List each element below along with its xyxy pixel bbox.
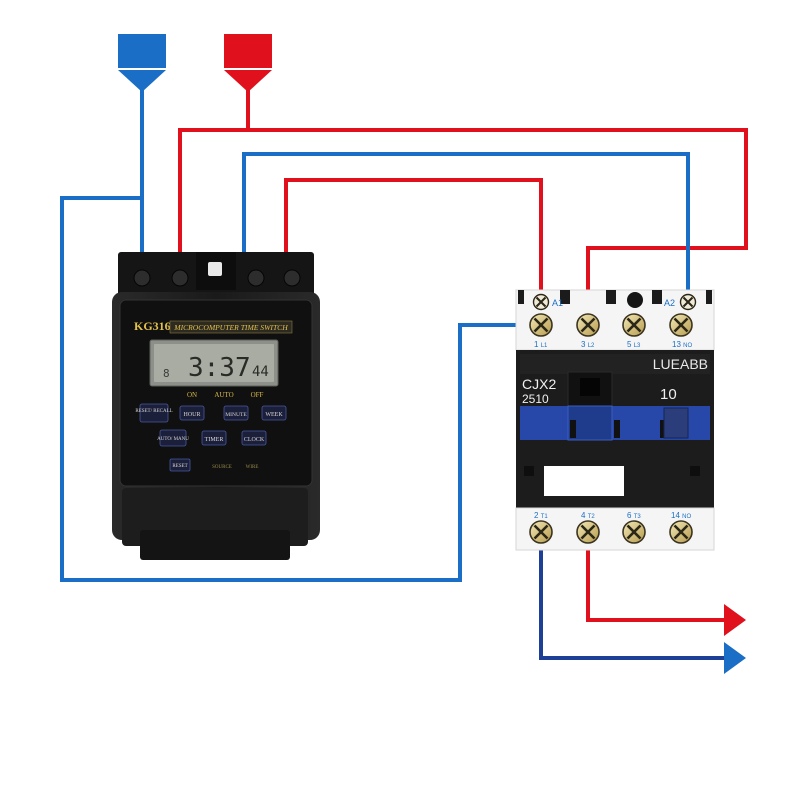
terminal-13-label: 13 NO — [672, 340, 692, 349]
terminal-6-screw-icon — [621, 519, 647, 545]
reset-recall-button[interactable]: RESET/ RECALL — [135, 403, 173, 423]
svg-text:MINUTE: MINUTE — [225, 412, 247, 418]
terminal-6-label: 6 T3 — [627, 511, 641, 520]
terminal-13-screw-icon — [668, 312, 694, 338]
svg-text:CLOCK: CLOCK — [244, 437, 265, 443]
terminal-2-screw-icon — [528, 519, 554, 545]
timer-title-label: MICROCOMPUTER TIME SWITCH — [173, 323, 288, 332]
contactor: A1 A2 1 L1 3 L2 5 L3 13 NO LUEABB CJX2 2… — [515, 289, 715, 551]
contactor-blank-label — [544, 466, 624, 496]
timer-button[interactable]: TIMER — [201, 430, 227, 446]
neutral-terminal-arrow-icon — [118, 34, 166, 92]
svg-text:HOUR: HOUR — [183, 412, 200, 418]
coil-a1-label: A1 — [552, 298, 563, 308]
coil-a2-label: A2 — [664, 298, 675, 308]
terminal-14-label: 14 NO — [671, 511, 691, 520]
contactor-top-ribs — [518, 290, 712, 304]
terminal-1-screw-icon — [528, 312, 554, 338]
lcd-day: 8 — [163, 367, 170, 380]
contactor-model-line1: CJX2 — [522, 376, 556, 392]
wire-neutral-to-coil-a2 — [242, 152, 690, 290]
coil-a2-screw-icon — [679, 293, 697, 311]
wire-live-to-coil-a1 — [284, 178, 543, 290]
clock-button[interactable]: CLOCK — [241, 430, 267, 446]
timer-clip-icon — [208, 262, 222, 276]
contactor-brand-label: LUEABB — [653, 356, 708, 372]
wire-live-to-timer — [178, 128, 748, 312]
minute-button[interactable]: MINUTE — [223, 405, 249, 421]
svg-text:RESET: RESET — [172, 464, 187, 469]
svg-text:AUTO/ MANU: AUTO/ MANU — [157, 437, 189, 442]
timer-switch: KG316T MICROCOMPUTER TIME SWITCH 8 3:37 … — [112, 252, 320, 560]
aux-hole-icon — [627, 292, 643, 308]
lcd-time: 3:37 — [188, 353, 251, 383]
timer-model-label: KG316T — [134, 319, 179, 333]
lcd-seconds: 44 — [252, 364, 269, 380]
svg-text:WEEK: WEEK — [265, 412, 283, 418]
auto-manu-button[interactable]: AUTO/ MANU — [157, 429, 189, 447]
svg-text:RESET/ RECALL: RESET/ RECALL — [135, 409, 172, 414]
terminal-4-label: 4 T2 — [581, 511, 595, 520]
terminal-3-label: 3 L2 — [581, 340, 595, 349]
contactor-model-line2: 2510 — [522, 392, 549, 406]
wire-output-neutral — [539, 540, 726, 660]
output-neutral-arrow-icon — [724, 642, 746, 674]
wire-neutral-to-l1 — [60, 196, 530, 582]
week-button[interactable]: WEEK — [261, 405, 287, 421]
terminal-4-screw-icon — [575, 519, 601, 545]
mode-label-off: OFF — [251, 391, 264, 399]
hour-button[interactable]: HOUR — [179, 405, 205, 421]
terminal-14-screw-icon — [668, 519, 694, 545]
live-terminal-arrow-icon — [224, 34, 272, 92]
timer-top-screws — [133, 269, 301, 287]
coil-a1-screw-icon — [532, 293, 550, 311]
terminal-2-label: 2 T1 — [534, 511, 548, 520]
output-live-arrow-icon — [724, 604, 746, 636]
terminal-3-screw-icon — [575, 312, 601, 338]
wire-label: WIRE — [246, 465, 259, 470]
terminal-5-screw-icon — [621, 312, 647, 338]
mode-label-on: ON — [187, 391, 197, 399]
mode-label-auto: AUTO — [214, 391, 233, 399]
wire-output-live — [586, 540, 726, 622]
timer-lcd — [154, 344, 274, 382]
contactor-rating-label: 10 — [660, 386, 677, 403]
terminal-1-label: 1 L1 — [534, 340, 548, 349]
source-label: SOURCE — [212, 465, 232, 470]
terminal-5-label: 5 L3 — [627, 340, 641, 349]
reset-key-button[interactable]: RESET — [169, 458, 191, 472]
svg-text:TIMER: TIMER — [205, 437, 224, 443]
